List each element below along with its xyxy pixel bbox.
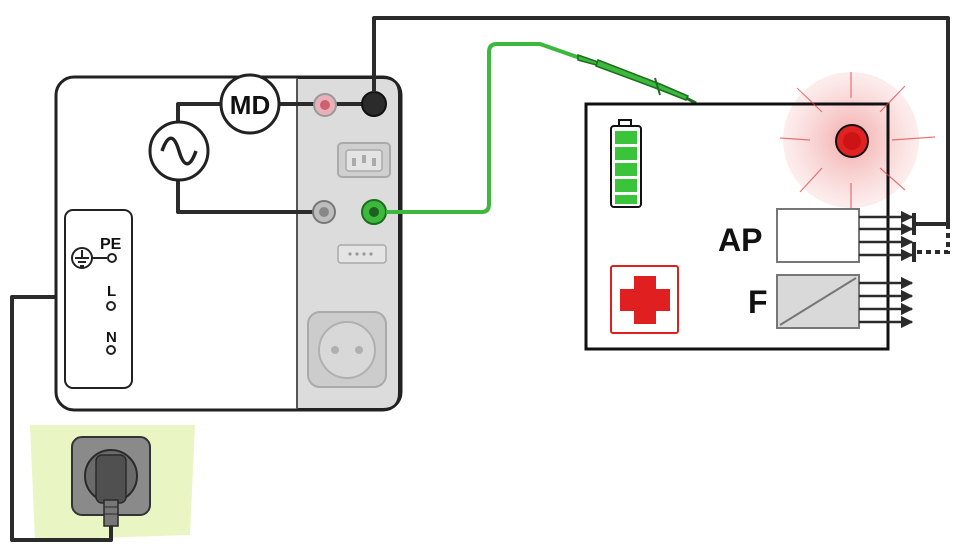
ap-output-arrows [859, 210, 914, 262]
ap-applied-part-box [776, 208, 860, 263]
f-label: F [748, 284, 768, 320]
ap-label: AP [718, 222, 762, 258]
pe-terminal [107, 253, 117, 263]
device-frame [584, 102, 890, 351]
n-label: N [106, 329, 117, 346]
green-probe-lead [386, 42, 581, 214]
test-probe [577, 53, 697, 105]
black-lead-optional [916, 224, 950, 254]
terminal-black [361, 91, 387, 117]
mains-input-panel [64, 209, 133, 389]
f-output-arrows [859, 276, 914, 329]
instrument: PE L N MD [54, 73, 403, 412]
pe-label: PE [100, 236, 122, 253]
iec-inlet-icon [337, 142, 391, 178]
mains-cord [10, 295, 113, 542]
l-label: L [107, 283, 116, 300]
battery-icon [610, 119, 642, 208]
device-under-test: AP F [584, 72, 936, 351]
black-lead [372, 16, 950, 226]
md-block: MD [219, 73, 281, 135]
medical-cross-icon [610, 265, 679, 334]
ground-icon [71, 247, 107, 269]
schuko-socket-icon [307, 311, 387, 388]
l-terminal [106, 301, 116, 311]
n-terminal [106, 345, 116, 355]
serial-port-icon [337, 244, 387, 264]
md-label: MD [230, 90, 270, 120]
ac-source-icon [148, 120, 210, 182]
wall-outlet [30, 425, 195, 540]
warning-lamp-icon [779, 72, 936, 208]
